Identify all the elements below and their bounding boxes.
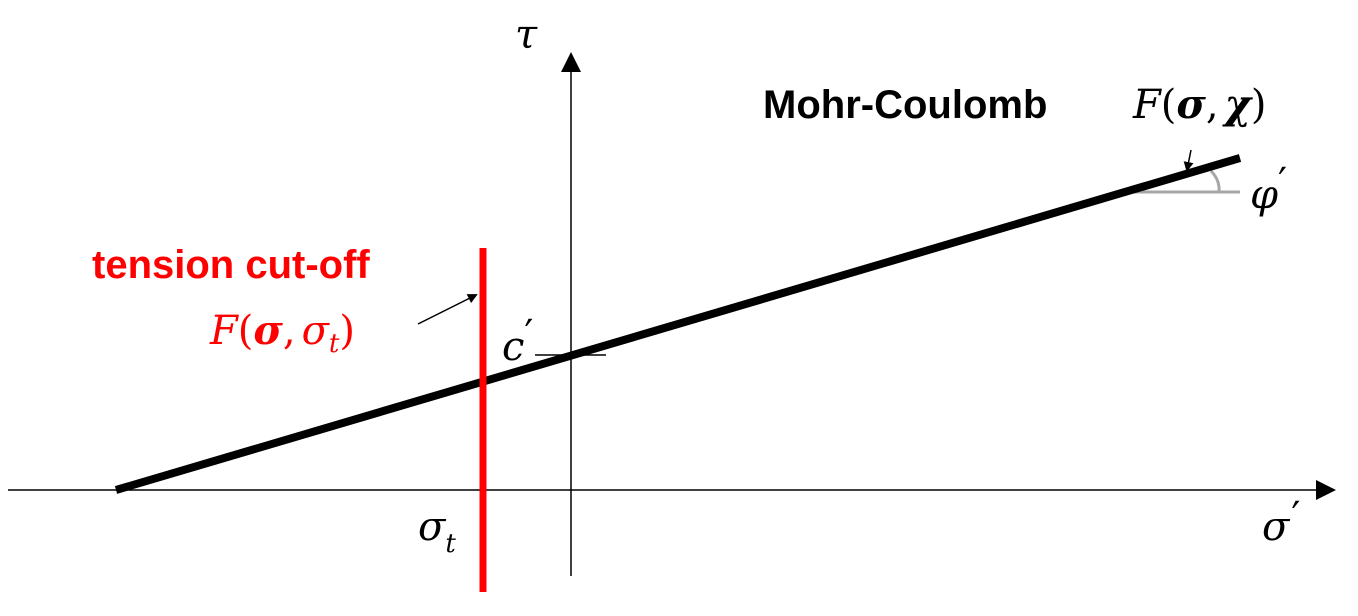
mc-func-F: F: [1132, 82, 1162, 128]
friction-angle-label: φ′: [1250, 160, 1287, 218]
mc-func-comma: ,: [1206, 82, 1219, 128]
sigma-t-subscript: t: [445, 529, 456, 559]
tension-cutoff-leader-arrow: [417, 294, 478, 325]
mohr-coulomb-line: [114, 154, 1242, 494]
tc-func-sigma-t: σ: [302, 308, 331, 354]
cohesion-prime: ′: [524, 312, 533, 358]
cohesion-label: c′: [502, 312, 534, 370]
mc-func-open: (: [1161, 82, 1177, 128]
tc-func-comma: ,: [283, 308, 296, 354]
tension-cutoff-function: F(σ,σt): [209, 307, 355, 359]
y-axis-arrowhead: [561, 52, 581, 72]
sigma-t-label: σt: [418, 504, 456, 559]
x-axis-label-symbol: σ: [1262, 504, 1291, 550]
friction-angle-prime: ′: [1278, 160, 1287, 206]
mohr-coulomb-function: F(σ,χ): [1132, 81, 1267, 128]
mc-func-chi: χ: [1222, 81, 1254, 128]
mohr-coulomb-title: Mohr-Coulomb: [763, 83, 1047, 127]
mc-func-sigma: σ: [1176, 81, 1206, 128]
tc-func-close: ): [339, 308, 355, 354]
tc-func-sigma-t-sub: t: [329, 329, 340, 359]
cohesion-symbol: c: [502, 324, 524, 370]
sigma-t-symbol: σ: [418, 504, 447, 550]
x-axis-label: σ′: [1262, 494, 1300, 550]
y-axis-label: τ: [515, 12, 538, 58]
friction-angle-symbol: φ: [1250, 172, 1278, 218]
angle-arc: [1209, 169, 1221, 193]
x-axis-arrowhead: [1316, 480, 1336, 500]
tc-func-F: F: [209, 308, 239, 354]
tc-func-open: (: [238, 308, 254, 354]
mc-func-close: ): [1251, 82, 1267, 128]
mohr-coulomb-leader-arrow: [1183, 149, 1194, 172]
tc-func-sigma: σ: [253, 307, 283, 354]
tension-cutoff-title: tension cut-off: [92, 243, 370, 287]
x-axis-label-prime: ′: [1291, 494, 1300, 540]
